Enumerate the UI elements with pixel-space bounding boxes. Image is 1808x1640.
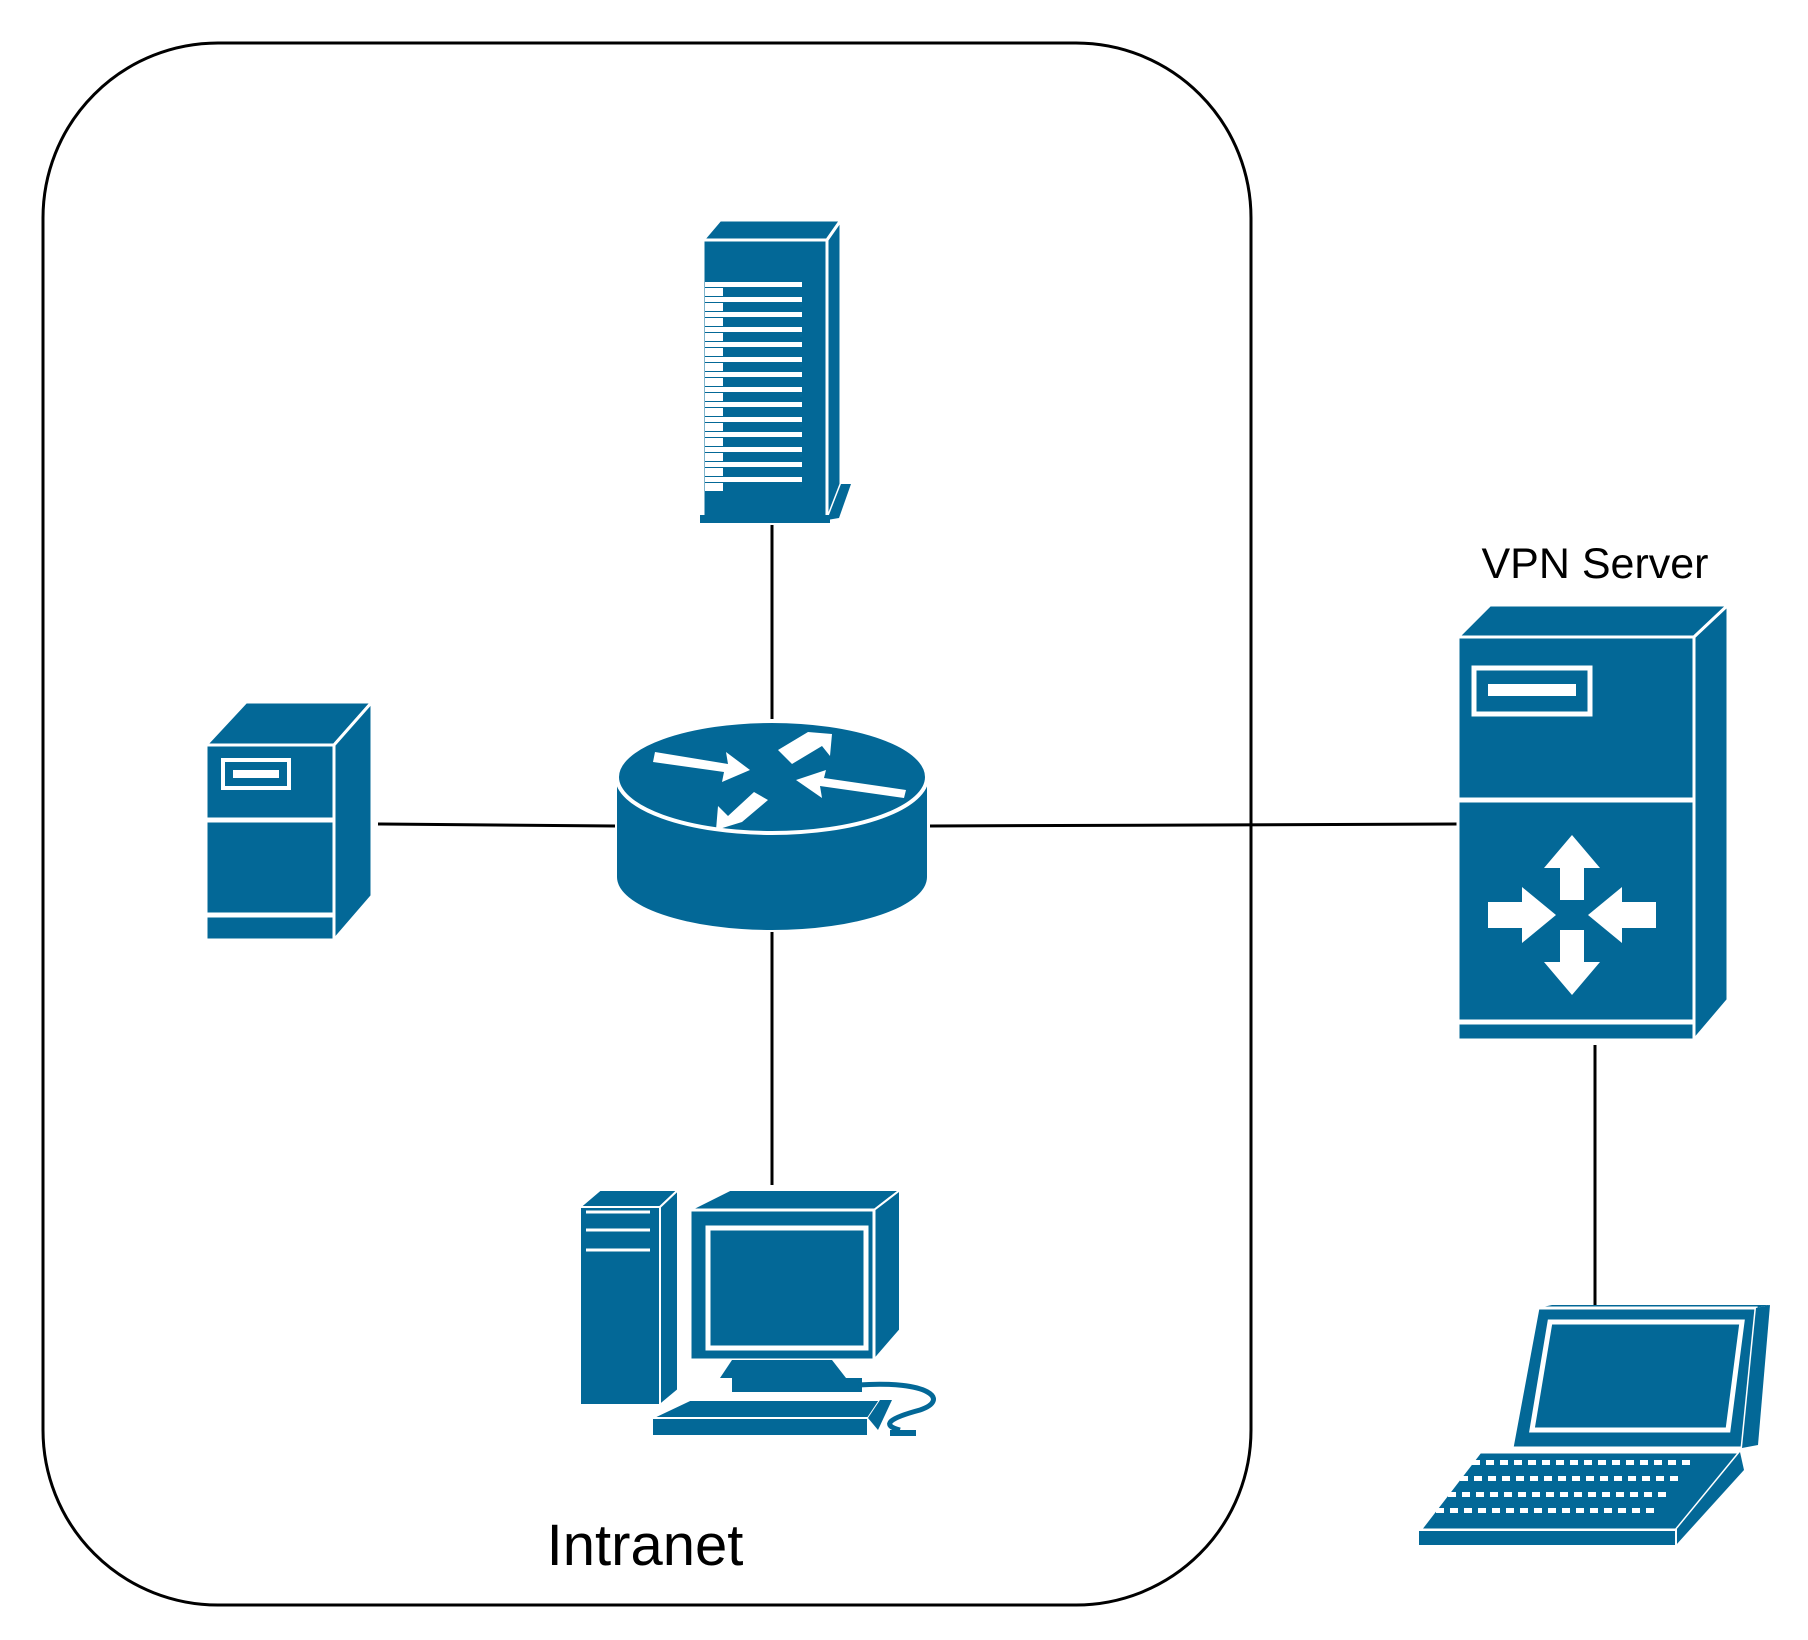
vpn-server-icon[interactable] xyxy=(1454,601,1732,1045)
rack-server-icon[interactable] xyxy=(699,215,851,523)
connections xyxy=(377,525,1597,1305)
edge-router-vpn-server xyxy=(929,822,1459,828)
workstation-icon[interactable] xyxy=(577,1187,936,1437)
vpn-server-label: VPN Server xyxy=(1481,540,1708,588)
laptop-icon[interactable] xyxy=(1416,1305,1770,1547)
edge-router-tower-server xyxy=(377,822,616,828)
tower-server-icon[interactable] xyxy=(202,698,376,945)
router-icon[interactable] xyxy=(615,719,929,930)
routing-arrows-icon xyxy=(1488,835,1656,995)
intranet-label: Intranet xyxy=(547,1513,744,1578)
